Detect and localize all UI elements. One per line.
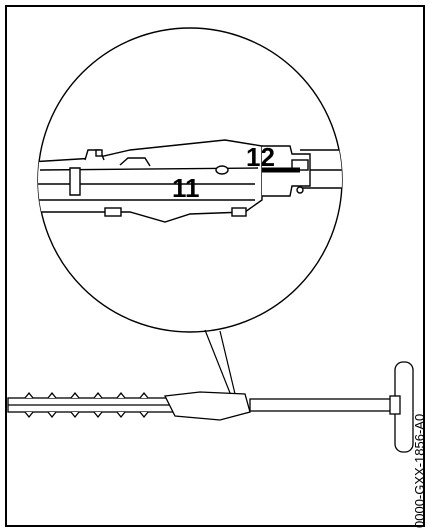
hedge-trimmer-full-view [7, 361, 414, 453]
magnifier-pointer-right [219, 330, 237, 399]
zoomed-trimmer-detail [38, 139, 342, 223]
callout-11: 11 [172, 173, 200, 203]
magnifier-pointer-left [204, 329, 233, 399]
figure-frame [5, 5, 425, 527]
callout-12: 12 [246, 142, 275, 172]
figure-code: 0000-GXX-1856-A0 [412, 414, 427, 528]
